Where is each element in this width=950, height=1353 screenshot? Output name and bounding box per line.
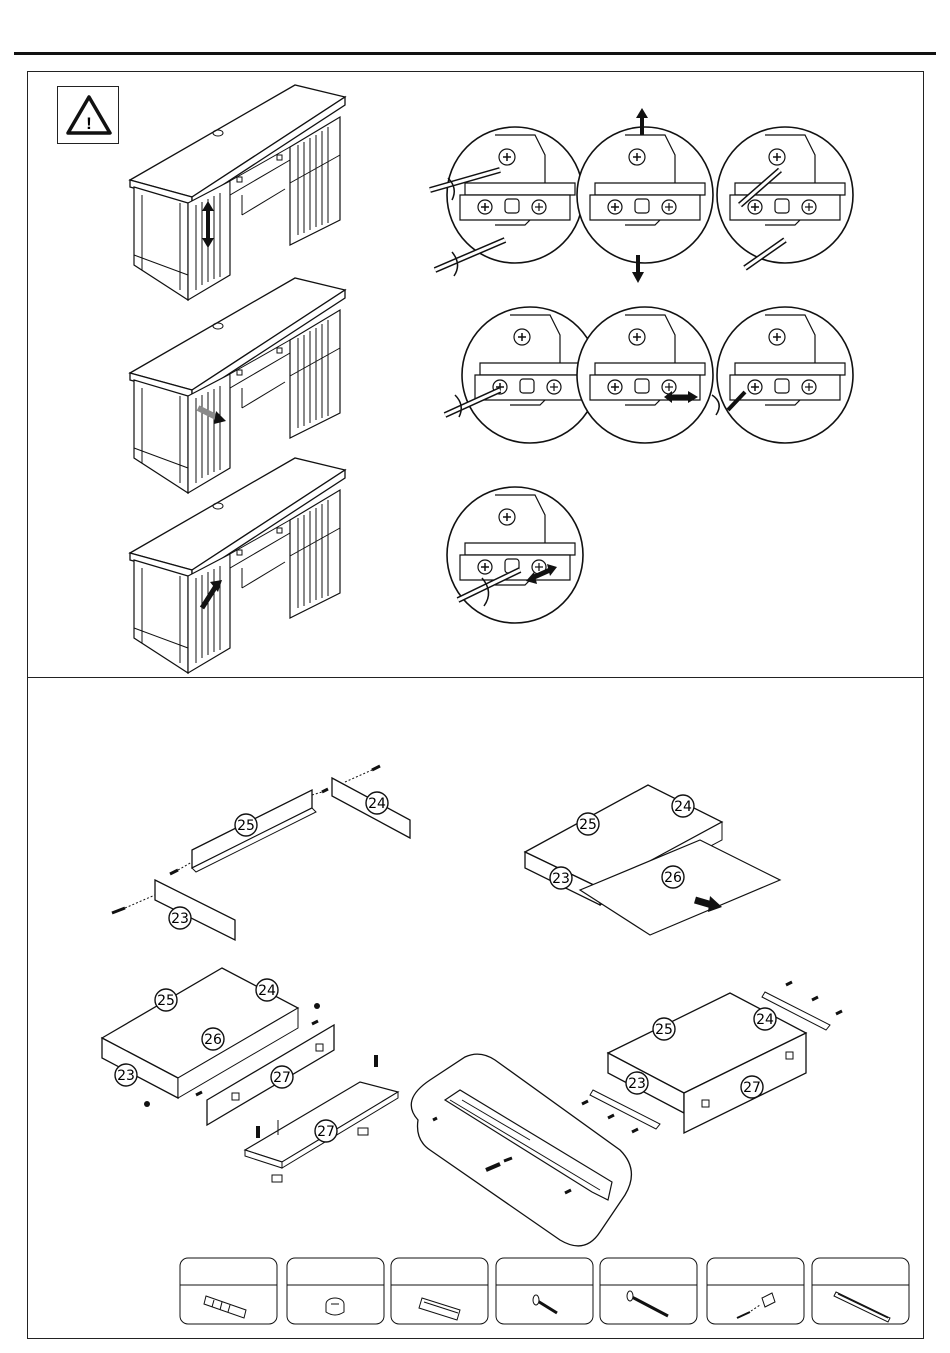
hinge-detail-row-2: [445, 307, 853, 443]
drawer-mount-slides: [582, 982, 842, 1133]
svg-text:23: 23: [628, 1076, 646, 1092]
part-25-label-b: 25: [577, 813, 599, 835]
part-26-label-c: 26: [202, 1028, 224, 1050]
svg-text:23: 23: [171, 911, 189, 927]
svg-text:25: 25: [579, 817, 597, 833]
desk-step-1: [130, 85, 345, 300]
part-25-label-d: 25: [653, 1018, 675, 1040]
svg-text:24: 24: [756, 1012, 774, 1028]
hinge-detail-row-1: [430, 108, 853, 283]
svg-text:24: 24: [258, 983, 276, 999]
part-27-label-c1: 27: [271, 1066, 293, 1088]
svg-text:24: 24: [368, 796, 386, 812]
drawer-exploded: [112, 766, 410, 940]
svg-text:24: 24: [674, 799, 692, 815]
part-23-label-d: 23: [626, 1072, 648, 1094]
wooden-dowel-icon: [391, 1258, 488, 1324]
part-24-label-d: 24: [754, 1008, 776, 1030]
part-27-label-d: 27: [741, 1076, 763, 1098]
drawer-attach-front: [102, 968, 398, 1182]
desk-step-3: [130, 458, 345, 673]
desk-step-2: [130, 278, 345, 493]
svg-text:23: 23: [552, 871, 570, 887]
hinge-detail-single: [447, 487, 583, 623]
svg-text:23: 23: [117, 1068, 135, 1084]
svg-text:25: 25: [157, 993, 175, 1009]
svg-text:25: 25: [655, 1022, 673, 1038]
part-25-label-c: 25: [155, 989, 177, 1011]
part-25-label-a: 25: [235, 814, 257, 836]
svg-text:27: 27: [743, 1080, 761, 1096]
svg-text:27: 27: [273, 1070, 291, 1086]
part-23-label-b: 23: [550, 867, 572, 889]
drawer-slide-icon: [812, 1258, 909, 1324]
svg-text:25: 25: [237, 818, 255, 834]
part-27-label-c2: 27: [315, 1120, 337, 1142]
part-24-label-b: 24: [672, 795, 694, 817]
svg-text:26: 26: [664, 870, 682, 886]
cam-bolt-icon: [180, 1258, 277, 1324]
screw-with-plate-icon: [707, 1258, 804, 1324]
part-23-label-a: 23: [169, 907, 191, 929]
slide-detail-callout: [411, 1054, 631, 1246]
part-26-label-b: 26: [662, 866, 684, 888]
long-screw-icon: [600, 1258, 697, 1324]
part-24-label-c: 24: [256, 979, 278, 1001]
part-23-label-c: 23: [115, 1064, 137, 1086]
short-screw-icon: [496, 1258, 593, 1324]
drawer-insert-bottom: [525, 785, 780, 935]
part-24-label-a: 24: [366, 792, 388, 814]
svg-text:26: 26: [204, 1032, 222, 1048]
svg-text:27: 27: [317, 1124, 335, 1140]
hardware-legend: [180, 1258, 909, 1324]
cam-lock-icon: [287, 1258, 384, 1324]
